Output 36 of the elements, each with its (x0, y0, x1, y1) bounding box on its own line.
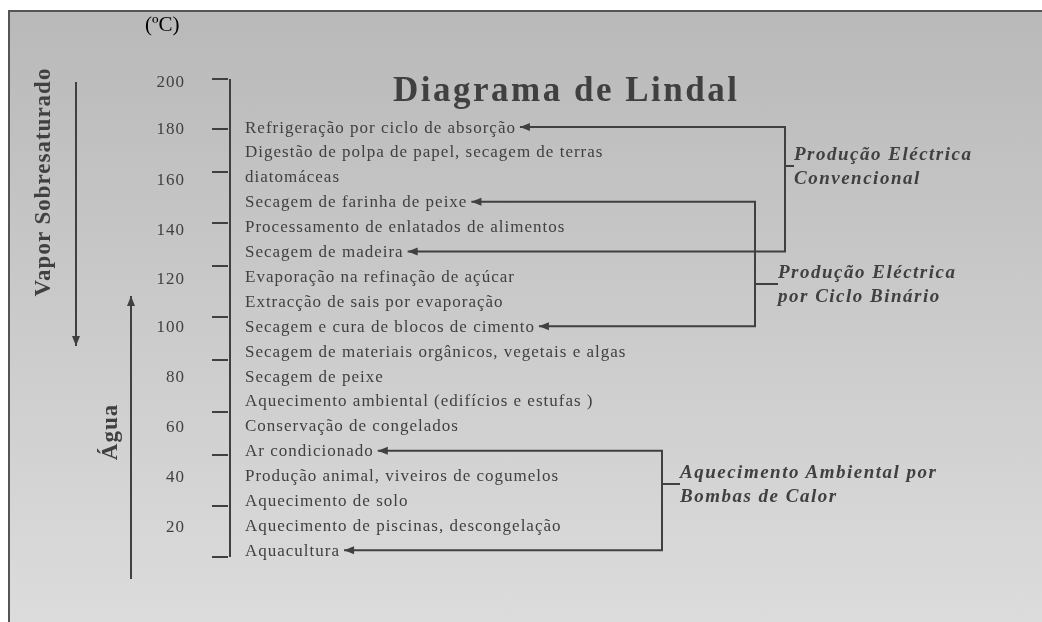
tick-label: 60 (165, 417, 185, 437)
tick-label: 160 (155, 170, 185, 190)
application-text: Conservação de congelados (245, 413, 459, 439)
axis-label: Água (97, 403, 123, 461)
tick-label: 20 (165, 517, 185, 537)
tick-label: 120 (155, 269, 185, 289)
tick-label: 40 (165, 467, 185, 487)
application-text: Evaporação na refinação de açúcar (245, 263, 515, 289)
application-text: Refrigeração por ciclo de absorção (245, 114, 516, 140)
application-group-label: Produção Eléctrica Convencional (794, 142, 984, 190)
tick-label: 100 (155, 317, 185, 337)
tick-label: 140 (155, 220, 185, 240)
application-text: Secagem de madeira (245, 239, 404, 264)
application-text: Secagem de farinha de peixe (245, 189, 468, 215)
application-text: Aquecimento de solo (245, 488, 409, 513)
application-text: Ar condicionado (245, 438, 374, 464)
application-text: Aquecimento ambiental (edifícios e estufas ) (245, 388, 594, 414)
application-text: Extracção de sais por evaporação (245, 288, 504, 314)
arrow (343, 483, 681, 555)
application-text: Digestão de polpa de papel, secagem de terras diatomáceas (245, 139, 685, 190)
tick-label: 180 (155, 119, 185, 139)
application-text: Secagem de materiais orgânicos, vegetais e algas (245, 338, 627, 364)
axis-label: Vapor Sobresaturado (30, 67, 56, 297)
application-text: Produção animal, viveiros de cogumelos (245, 463, 560, 489)
tick-label: 80 (165, 367, 185, 387)
application-text: Secagem e cura de blocos de cimento (245, 313, 535, 339)
application-group-label: Aquecimento Ambiental por Bombas de Calor (680, 460, 940, 508)
tick-label: 200 (155, 72, 185, 92)
unit-label: (ºC) (145, 12, 180, 36)
application-text: Secagem de peixe (245, 363, 384, 389)
application-text: Aquacultura (245, 537, 341, 563)
application-text: Aquecimento de piscinas, descongelação (245, 512, 562, 538)
application-text: Processamento de enlatados de alimentos (245, 214, 566, 240)
application-group-label: Produção Eléctrica por Ciclo Binário (778, 260, 978, 308)
diagram-title: Diagrama de Lindal (393, 70, 740, 110)
arrow (406, 165, 795, 256)
